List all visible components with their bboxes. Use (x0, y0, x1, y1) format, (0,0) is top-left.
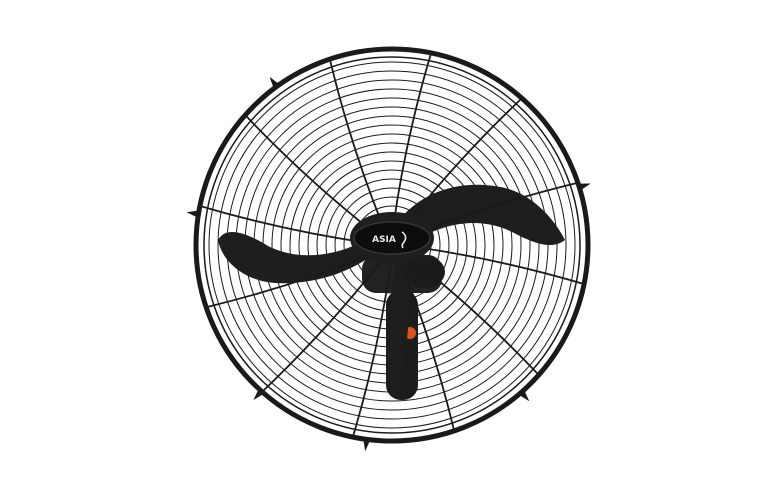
guard-spoke (413, 245, 583, 285)
guard-clip (186, 210, 197, 217)
fan-blade-bottom (386, 250, 410, 398)
guard-spoke (403, 98, 522, 228)
guard-spoke (400, 264, 455, 430)
guard-ring (208, 61, 576, 429)
guard-clip (580, 183, 591, 190)
guard-inner-rim (203, 56, 581, 434)
guard-outer-rim (193, 46, 591, 444)
guard-clip (363, 440, 370, 452)
guard-spoke (411, 182, 577, 237)
brand-logo: ASIA (372, 235, 396, 245)
guard-spoke (329, 60, 384, 226)
guard-spoke (207, 253, 373, 308)
fan-guard-spokes (193, 46, 591, 444)
guard-spoke (409, 256, 539, 375)
guard-ring (217, 70, 567, 420)
fan-center-badge: ASIA (350, 212, 434, 264)
fan-blades (218, 184, 565, 398)
brand-logo-mark-icon (401, 231, 407, 249)
fan-blade-left (218, 232, 392, 284)
guard-spoke (201, 205, 371, 245)
fan-blade-right (395, 184, 565, 246)
guard-spoke (245, 115, 375, 234)
guard-spoke (392, 54, 432, 224)
guard-spoke (352, 266, 392, 436)
guard-spoke (262, 262, 381, 392)
